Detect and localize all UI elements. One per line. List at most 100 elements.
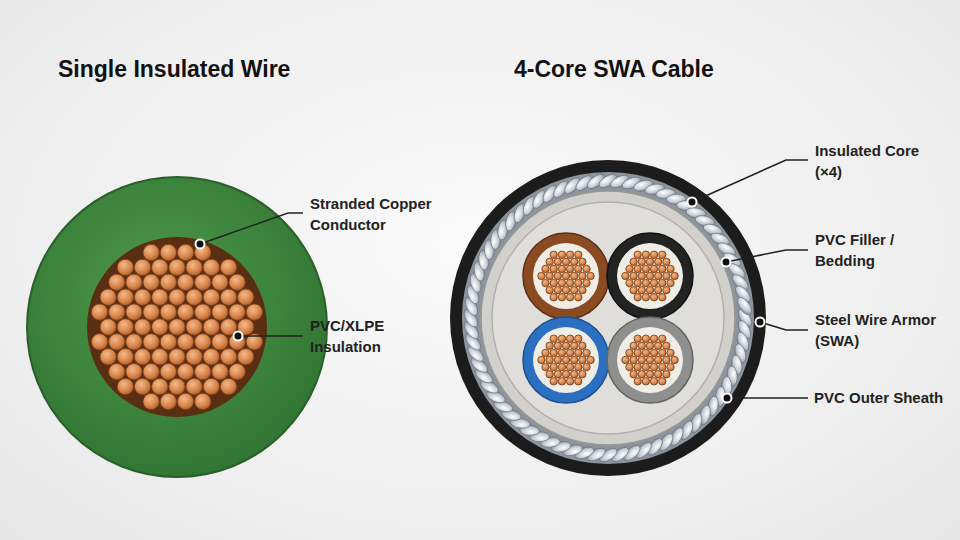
strand [195, 334, 211, 350]
strand [220, 289, 236, 305]
strand [177, 393, 193, 409]
strand [566, 363, 573, 370]
outer-sheath [450, 160, 766, 476]
strand [554, 356, 561, 363]
strand [134, 259, 150, 275]
strand [575, 363, 582, 370]
strand [195, 304, 211, 320]
strand [152, 378, 168, 394]
strand [169, 259, 185, 275]
strand [579, 342, 586, 349]
strand [575, 251, 582, 258]
strand [663, 371, 670, 378]
strand [169, 349, 185, 365]
strand [177, 244, 193, 260]
filler [492, 202, 724, 434]
strand [91, 334, 107, 350]
strand [195, 274, 211, 290]
strand [642, 294, 649, 301]
strand [246, 304, 262, 320]
core-blue [523, 317, 609, 403]
strand [220, 349, 236, 365]
strand [558, 363, 565, 370]
strand [109, 363, 125, 379]
strand [238, 349, 254, 365]
strand [626, 265, 633, 272]
strand [587, 272, 594, 279]
strand [630, 287, 637, 294]
strand [558, 335, 565, 342]
strand [177, 363, 193, 379]
strand [650, 363, 657, 370]
part-label: PVC/XLPE Insulation [310, 315, 415, 357]
strand [659, 265, 666, 272]
strand [583, 279, 590, 286]
strand [638, 342, 645, 349]
strand [143, 334, 159, 350]
strand [562, 287, 569, 294]
strand [143, 244, 159, 260]
strand [630, 272, 637, 279]
strand [663, 287, 670, 294]
strand [650, 294, 657, 301]
strand [663, 272, 670, 279]
strand [186, 259, 202, 275]
strand [152, 349, 168, 365]
strand [229, 274, 245, 290]
leader-dots [196, 198, 765, 403]
armor-base [462, 172, 754, 464]
strand [558, 265, 565, 272]
strand [566, 335, 573, 342]
strand [646, 287, 653, 294]
strand [177, 334, 193, 350]
strand [546, 272, 553, 279]
strand [579, 371, 586, 378]
strand [126, 334, 142, 350]
bedding [481, 191, 735, 445]
strand [203, 319, 219, 335]
core-brown [523, 233, 609, 319]
strand [638, 272, 645, 279]
strand [626, 363, 633, 370]
core-inner [533, 243, 599, 309]
strand [646, 258, 653, 265]
strand [566, 279, 573, 286]
part-label: Steel Wire Armor (SWA) [815, 309, 953, 351]
strand [659, 294, 666, 301]
strand [160, 304, 176, 320]
strand [195, 393, 211, 409]
strand [630, 342, 637, 349]
strand [634, 294, 641, 301]
strand [667, 349, 674, 356]
strand [571, 371, 578, 378]
strand [650, 265, 657, 272]
strand [659, 251, 666, 258]
strand [646, 371, 653, 378]
strand [558, 349, 565, 356]
strand [655, 356, 662, 363]
core-black [607, 233, 693, 319]
strand [126, 304, 142, 320]
strand [169, 378, 185, 394]
strand [100, 289, 116, 305]
strand [134, 378, 150, 394]
strand [579, 272, 586, 279]
strand [638, 356, 645, 363]
strand [650, 335, 657, 342]
strand [546, 356, 553, 363]
strand [642, 251, 649, 258]
strand [134, 289, 150, 305]
strand [160, 393, 176, 409]
strand [542, 349, 549, 356]
strand [671, 356, 678, 363]
strand [583, 349, 590, 356]
strand [562, 356, 569, 363]
strand [575, 335, 582, 342]
strand [542, 363, 549, 370]
strand [579, 258, 586, 265]
strand [583, 363, 590, 370]
part-label: PVC Outer Sheath [814, 387, 954, 408]
strand [117, 259, 133, 275]
strand [566, 294, 573, 301]
strand [630, 356, 637, 363]
